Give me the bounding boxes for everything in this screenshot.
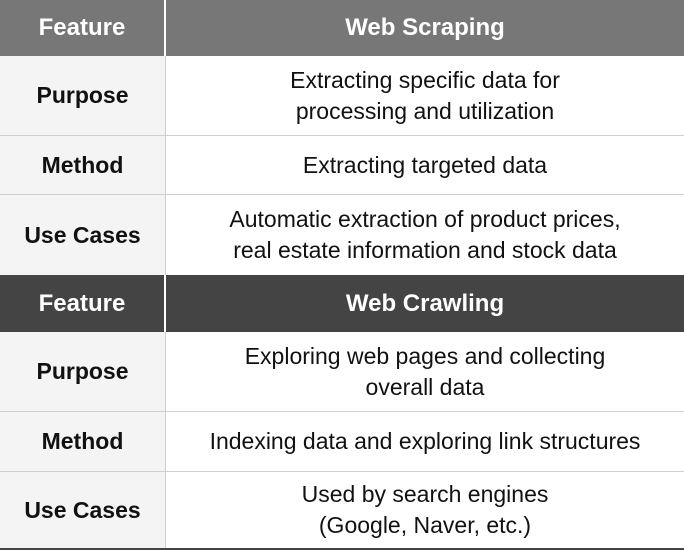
scraping-usecases-label: Use Cases — [0, 195, 166, 275]
crawling-usecases-line-1: Used by search engines — [301, 481, 549, 507]
scraping-usecases-line-1: Automatic extraction of product prices, — [229, 206, 621, 232]
scraping-purpose-row: Purpose Extracting specific data for pro… — [0, 56, 684, 136]
crawling-method-row: Method Indexing data and exploring link … — [0, 412, 684, 472]
crawling-method-line-1: Indexing data and exploring link structu… — [209, 428, 641, 454]
crawling-header-feature: Feature — [0, 275, 166, 332]
scraping-purpose-value: Extracting specific data for processing … — [166, 56, 684, 135]
scraping-method-row: Method Extracting targeted data — [0, 136, 684, 195]
crawling-header-topic: Web Crawling — [345, 289, 505, 317]
scraping-header-row: Feature Web Scraping — [0, 0, 684, 56]
scraping-purpose-line-2: processing and utilization — [295, 97, 555, 124]
crawling-usecases-value: Used by search engines (Google, Naver, e… — [166, 472, 684, 548]
crawling-purpose-line-2: overall data — [365, 373, 485, 400]
scraping-header-topic: Web Scraping — [345, 14, 505, 41]
crawling-purpose-value: Exploring web pages and collecting overa… — [166, 332, 684, 411]
scraping-usecases-line-2: real estate information and stock data — [233, 237, 617, 263]
scraping-header-feature: Feature — [0, 0, 166, 56]
scraping-method-line-1: Extracting targeted data — [302, 151, 548, 178]
crawling-usecases-row: Use Cases Used by search engines (Google… — [0, 472, 684, 550]
scraping-usecases-row: Use Cases Automatic extraction of produc… — [0, 195, 684, 275]
crawling-method-value: Indexing data and exploring link structu… — [166, 412, 684, 471]
scraping-method-value: Extracting targeted data — [166, 136, 684, 194]
crawling-method-label: Method — [0, 412, 166, 471]
scraping-purpose-line-1: Extracting specific data for — [290, 66, 560, 93]
crawling-purpose-label: Purpose — [0, 332, 166, 411]
crawling-usecases-label: Use Cases — [0, 472, 166, 548]
crawling-purpose-line-1: Exploring web pages and collecting — [244, 342, 606, 369]
crawling-header-row: Feature Web Crawling — [0, 275, 684, 332]
scraping-method-label: Method — [0, 136, 166, 194]
scraping-purpose-label: Purpose — [0, 56, 166, 135]
crawling-purpose-row: Purpose Exploring web pages and collecti… — [0, 332, 684, 412]
scraping-usecases-value: Automatic extraction of product prices, … — [166, 195, 684, 275]
crawling-usecases-line-2: (Google, Naver, etc.) — [318, 512, 532, 538]
